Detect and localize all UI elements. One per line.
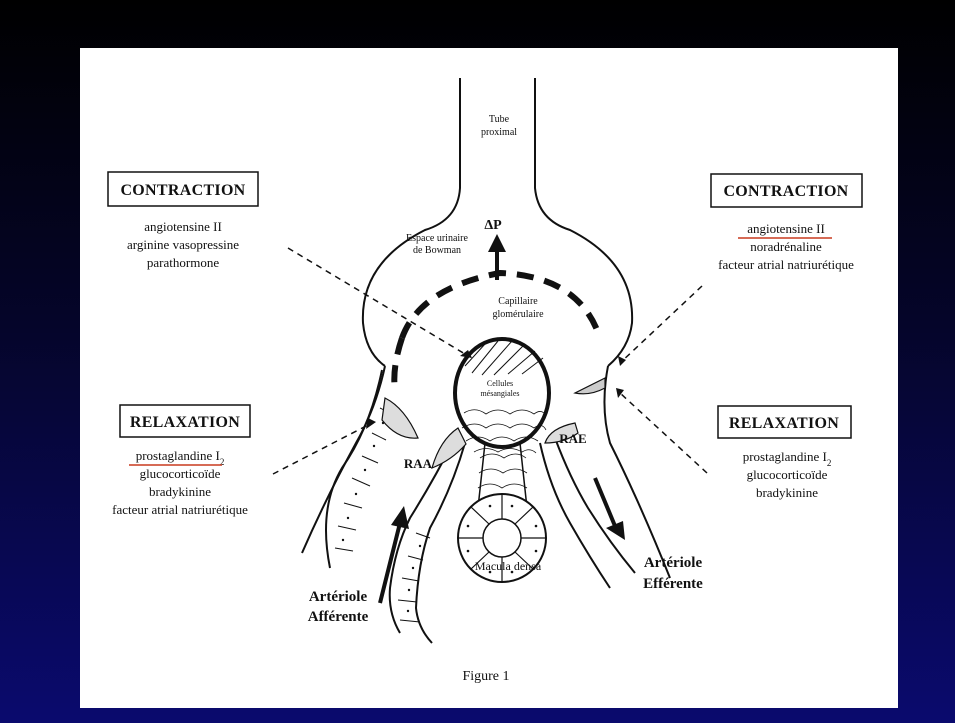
efferent-arteriole (540, 378, 635, 588)
left-relaxation-title: RELAXATION (130, 414, 240, 431)
capillaire-label-line1: Capillaire (498, 296, 538, 307)
cellules-label-line1: Cellules (487, 379, 513, 388)
efferente-label-line2: Efférente (643, 576, 703, 592)
cellules-label-line2: mésangiales (480, 389, 519, 398)
left-relaxation-group: RELAXATION prostaglandine I2 glucocortic… (112, 405, 250, 517)
pointer-lines (273, 248, 707, 474)
right-contraction-item-1: angiotensine II (747, 221, 825, 236)
afferente-label-line2: Afférente (308, 609, 369, 625)
rae-label: RAE (559, 431, 586, 446)
left-relaxation-item-1: prostaglandine I2 (136, 448, 225, 467)
capillaire-label-line2: glomérulaire (492, 309, 544, 320)
right-relaxation-group: RELAXATION prostaglandine I2 glucocortic… (718, 406, 851, 500)
right-relaxation-title: RELAXATION (729, 415, 839, 432)
right-relaxation-item-3: bradykinine (756, 485, 818, 500)
tube-label-line1: Tube (489, 114, 510, 125)
right-contraction-item-2: noradrénaline (750, 239, 822, 254)
efferent-flow-arrow (595, 478, 625, 540)
macula-densa-label: Macula densa (475, 559, 542, 573)
right-contraction-title: CONTRACTION (723, 183, 848, 200)
left-contraction-item-1: angiotensine II (144, 219, 222, 234)
espace-label-line1: Espace urinaire (406, 233, 468, 244)
afferente-label-line1: Artériole (309, 589, 368, 605)
right-relaxation-item-1: prostaglandine I2 (743, 449, 832, 468)
left-contraction-title: CONTRACTION (120, 182, 245, 199)
left-contraction-group: CONTRACTION angiotensine II arginine vas… (108, 172, 258, 270)
right-contraction-item-3: facteur atrial natriurétique (718, 257, 854, 272)
right-contraction-group: CONTRACTION angiotensine II noradrénalin… (711, 174, 862, 272)
slide-panel: Tube proximal ΔP Espace urinaire de Bowm… (80, 48, 898, 708)
left-relaxation-item-4: facteur atrial natriurétique (112, 502, 248, 517)
figure-caption: Figure 1 (462, 669, 509, 684)
tube-label-line2: proximal (481, 127, 517, 138)
left-relaxation-item-3: bradykinine (149, 484, 211, 499)
raa-label: RAA (404, 456, 433, 471)
left-contraction-item-3: parathormone (147, 255, 219, 270)
delta-p-label: ΔP (484, 218, 502, 233)
left-contraction-item-2: arginine vasopressine (127, 237, 239, 252)
afferent-flow-arrow (380, 506, 409, 603)
right-relaxation-item-2: glucocorticoïde (747, 467, 828, 482)
glomerulus-diagram: Tube proximal ΔP Espace urinaire de Bowm… (80, 48, 898, 708)
left-relaxation-item-2: glucocorticoïde (140, 466, 221, 481)
efferente-label-line1: Artériole (644, 555, 703, 571)
espace-label-line2: de Bowman (413, 245, 461, 256)
